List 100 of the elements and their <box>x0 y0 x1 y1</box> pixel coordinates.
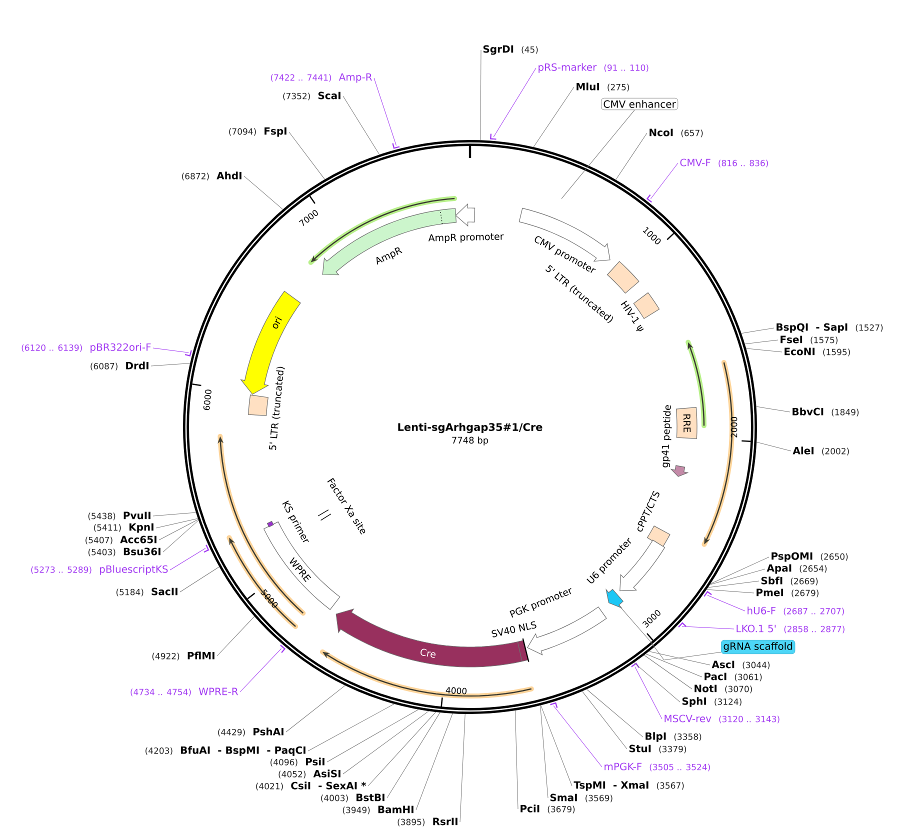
primer-label: (6120 .. 6139) pBR322ori-F <box>22 343 151 353</box>
enzyme-site-label: (4021) CsiI - SexAI * <box>256 782 366 790</box>
leader-line <box>286 685 346 732</box>
primer-label: CMV-F (816 .. 836) <box>680 158 768 168</box>
leader-line <box>158 519 199 540</box>
leader-line <box>646 654 702 678</box>
leader-line <box>741 328 774 334</box>
leader-line <box>634 662 680 702</box>
leader-line <box>710 568 766 585</box>
leader-line <box>619 606 722 660</box>
enzyme-site-label: (5403) Bsu36I <box>88 548 160 556</box>
enzyme-site-label: AscI (3044) <box>712 660 770 670</box>
leader-line <box>152 348 189 353</box>
enzyme-site-label: (5184) SacII <box>116 588 178 596</box>
enzyme-site-label: PciI (3679) <box>520 804 575 814</box>
enzyme-site-label: MluI (275) <box>576 82 630 92</box>
primer-label: (5273 .. 5289) pBluescriptKS <box>31 565 168 575</box>
feature-label-box: CMV enhancer <box>601 98 678 110</box>
enzyme-site-label: PmeI (2679) <box>756 588 818 598</box>
leader-line <box>707 594 746 612</box>
enzyme-site-label: PspOMI (2650) <box>772 552 848 562</box>
leader-line <box>634 666 662 720</box>
enzyme-site-label: NcoI (657) <box>650 128 703 138</box>
leader-line <box>648 651 710 666</box>
leader-line <box>308 704 395 752</box>
tick-label: 4000 <box>446 687 467 694</box>
leader-line <box>342 710 429 774</box>
plasmid-name: Lenti-sgArhgap35#1/Cre <box>398 422 542 434</box>
leader-line <box>586 689 644 738</box>
enzyme-site-label: (3949) BamHI <box>342 806 414 814</box>
enzyme-site-label: (4429) PshAI <box>218 728 284 736</box>
enzyme-site-label: (4052) AsiSI <box>278 770 340 778</box>
primer-label: MSCV-rev (3120 .. 3143) <box>664 714 780 724</box>
leader-line <box>162 520 199 552</box>
primer-label: LKO.1 5' (2858 .. 2877) <box>736 624 844 634</box>
enzyme-site-label: (3895) RsrII <box>398 818 458 826</box>
plasmid-size: 7748 bp <box>452 436 488 446</box>
leader-line <box>682 626 734 630</box>
leader-line <box>616 132 648 180</box>
leader-line <box>746 348 782 352</box>
feature-label-box: gRNA scaffold <box>721 640 796 654</box>
leader-line <box>533 86 574 148</box>
enzyme-site-label: (4922) PflMI <box>152 652 214 660</box>
enzyme-site-label: (5438) PvuII <box>88 512 150 520</box>
primer-label: mPGK-F (3505 .. 3524) <box>604 762 710 772</box>
feature-block: RRE <box>676 407 698 439</box>
enzyme-site-label: (7352) ScaI <box>283 92 340 100</box>
primer-label: (4734 .. 4754) WPRE-R <box>130 688 238 696</box>
leader-line <box>582 690 628 750</box>
enzyme-site-label: BlpI (3358) <box>646 732 702 742</box>
enzyme-site-label: SphI (3124) <box>682 697 742 707</box>
leader-line <box>744 340 778 344</box>
enzyme-site-label: SbfI (2669) <box>761 576 818 586</box>
enzyme-site-label: StuI (3379) <box>629 744 686 754</box>
enzyme-site-label: (6087) DrdI <box>90 362 148 370</box>
enzyme-site-label: (6872) AhdI <box>182 172 242 180</box>
leader-line <box>493 68 536 138</box>
leader-line <box>374 78 396 146</box>
leader-line <box>288 132 326 180</box>
leader-line <box>644 654 692 690</box>
leader-line <box>460 714 466 822</box>
leader-line <box>756 406 790 412</box>
leader-line <box>180 566 220 592</box>
enzyme-site-label: AleI (2002) <box>792 446 849 456</box>
primer-label: pRS-marker (91 .. 110) <box>538 63 648 73</box>
tick-label: 6000 <box>203 390 212 410</box>
leader-line <box>480 50 482 140</box>
leader-line <box>386 712 440 798</box>
enzyme-site-label: (7094) FspI <box>229 127 286 137</box>
leader-line <box>152 512 196 516</box>
leader-line <box>150 363 190 366</box>
enzyme-site-label: ApaI (2654) <box>766 564 827 574</box>
leader-line <box>342 96 380 155</box>
leader-line <box>240 648 282 692</box>
leader-line <box>706 589 754 594</box>
enzyme-site-label: SgrDI (45) <box>483 45 538 55</box>
enzyme-site-label: PacI (3061) <box>704 672 762 682</box>
enzyme-site-label: TspMI - XmaI (3567) <box>574 781 684 791</box>
leader-line <box>650 162 678 200</box>
leader-line <box>540 705 548 798</box>
enzyme-site-label: (5407) Acc65I <box>86 536 156 544</box>
enzyme-site-label: BbvCI (1849) <box>792 408 859 416</box>
enzyme-site-label: BspQI - SapI (1527) <box>776 323 883 333</box>
enzyme-site-label: NotI (3070) <box>694 684 752 694</box>
leader-line <box>540 704 572 786</box>
leader-line <box>708 580 760 588</box>
leader-line <box>244 176 284 210</box>
leader-line <box>156 518 198 528</box>
enzyme-site-label: (4203) BfuAI - BspMI - PaqCI <box>146 746 306 756</box>
enzyme-site-label: SmaI (3569) <box>550 794 612 802</box>
leader-line <box>170 548 206 570</box>
leader-line <box>710 556 770 584</box>
enzyme-site-label: FseI (1575) <box>780 336 838 344</box>
tick-label: 2000 <box>730 416 738 438</box>
leader-line <box>216 616 255 656</box>
leader-line <box>368 712 436 786</box>
primer-label: hU6-F (2687 .. 2707) <box>748 606 844 616</box>
enzyme-site-label: (4003) BstBI <box>321 794 384 802</box>
enzyme-site-label: EcoNI (1595) <box>784 348 850 356</box>
leader-line <box>553 706 602 768</box>
